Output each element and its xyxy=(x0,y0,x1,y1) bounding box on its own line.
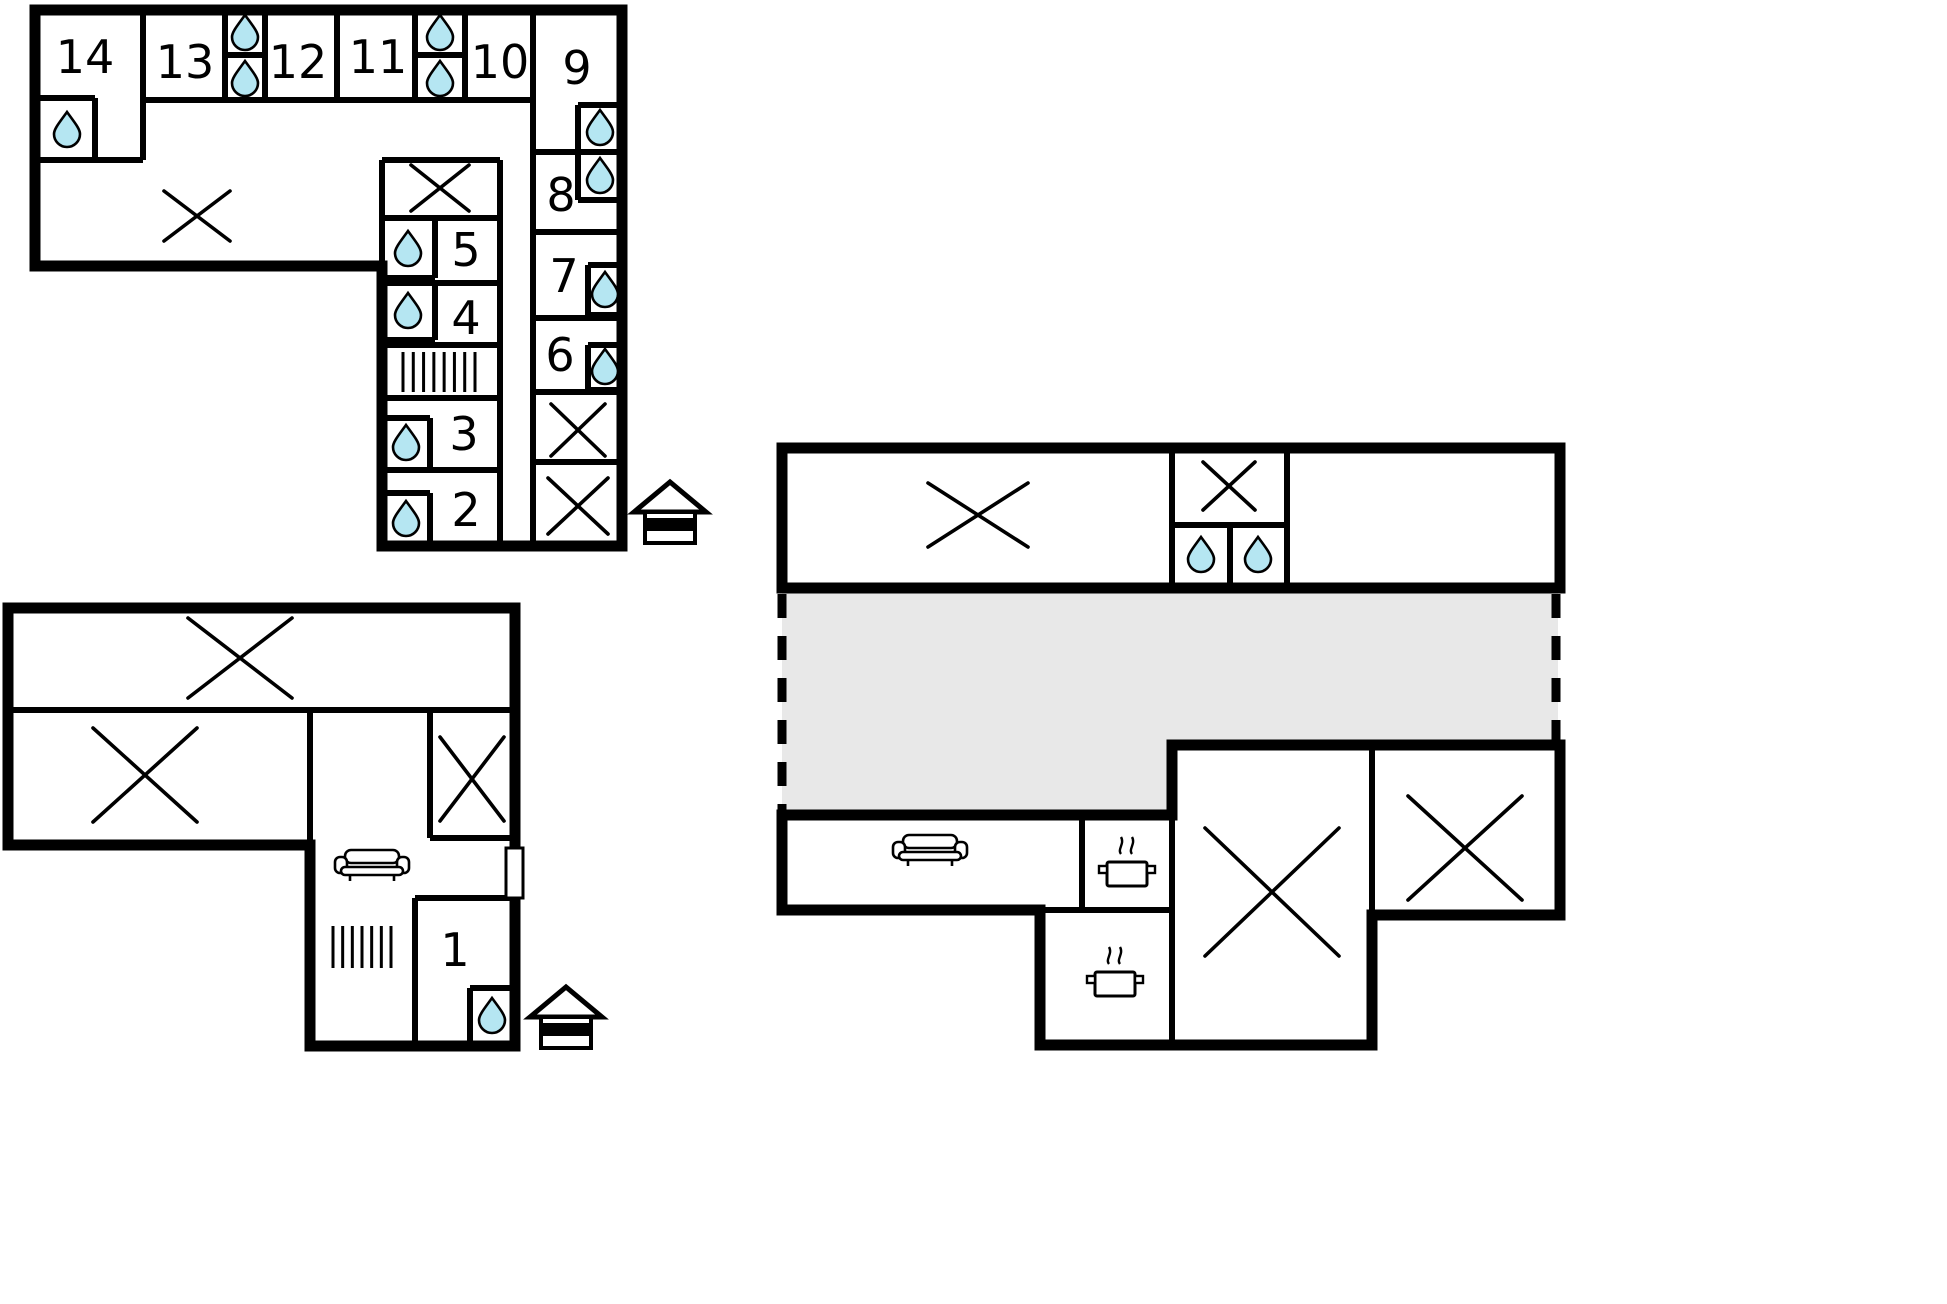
crossed-room-mark xyxy=(926,481,1030,549)
crossed-room-mark xyxy=(1203,826,1341,958)
room-number-label: 13 xyxy=(156,35,215,89)
room-number-label: 9 xyxy=(562,41,591,95)
room-number-label: 14 xyxy=(56,30,115,84)
water-drop-icon xyxy=(477,995,507,1035)
room-number-label: 2 xyxy=(451,483,480,537)
crossed-room-mark xyxy=(91,726,199,824)
entrance-house-icon xyxy=(627,478,713,545)
room-number-label: 4 xyxy=(451,291,480,345)
room-number-label: 3 xyxy=(449,407,478,461)
steam-icon xyxy=(1118,836,1124,855)
water-drop-icon xyxy=(425,12,455,52)
water-drop-icon xyxy=(393,228,423,268)
water-drop-icon xyxy=(425,58,455,98)
water-drop-icon xyxy=(393,290,423,330)
water-drop-icon xyxy=(1243,534,1273,574)
crossed-room-mark xyxy=(549,402,607,458)
floor-plan-right xyxy=(776,442,1566,1051)
outer-wall xyxy=(2,602,521,1052)
door-marker xyxy=(504,846,525,900)
steam-icon xyxy=(1117,946,1123,965)
room-number-label: 6 xyxy=(545,328,574,382)
water-drop-icon xyxy=(1186,534,1216,574)
steam-icon xyxy=(1129,836,1135,855)
room-number-label: 5 xyxy=(451,223,480,277)
sofa-icon xyxy=(333,848,411,881)
stairs-icon xyxy=(401,352,477,392)
sofa-icon xyxy=(891,833,969,866)
floor-plan-lower-left: 1 xyxy=(2,602,609,1052)
water-drop-icon xyxy=(590,269,620,309)
water-drop-icon xyxy=(391,422,421,462)
kitchen-pot-icon xyxy=(1097,836,1157,888)
room-number-label: 12 xyxy=(269,35,328,89)
water-drop-icon xyxy=(590,346,620,386)
crossed-room-mark xyxy=(186,616,294,700)
water-drop-icon xyxy=(585,155,615,195)
entrance-house-icon xyxy=(523,983,609,1050)
room-number-label: 8 xyxy=(546,168,575,222)
crossed-room-mark xyxy=(409,163,471,213)
room-number-label: 10 xyxy=(471,35,530,89)
terrace-area xyxy=(782,588,1558,815)
room-number-label: 1 xyxy=(440,923,469,977)
crossed-room-mark xyxy=(1201,460,1257,512)
crossed-room-mark xyxy=(438,735,506,823)
floor-plan-upper-left: 14 13 12 11 10 9 8 7 6 5 4 3 2 xyxy=(29,4,713,552)
water-drop-icon xyxy=(391,498,421,538)
steam-icon xyxy=(1106,946,1112,965)
room-number-label: 11 xyxy=(349,30,408,84)
water-drop-icon xyxy=(585,107,615,147)
water-drop-icon xyxy=(230,58,260,98)
room-number-label: 7 xyxy=(549,249,578,303)
water-drop-icon xyxy=(230,12,260,52)
stairs-icon xyxy=(331,926,393,968)
outer-wall xyxy=(29,4,628,552)
water-drop-icon xyxy=(52,109,82,149)
crossed-room-mark xyxy=(1406,794,1524,902)
kitchen-pot-icon xyxy=(1085,946,1145,998)
crossed-room-mark xyxy=(162,189,232,243)
crossed-room-mark xyxy=(546,476,610,536)
